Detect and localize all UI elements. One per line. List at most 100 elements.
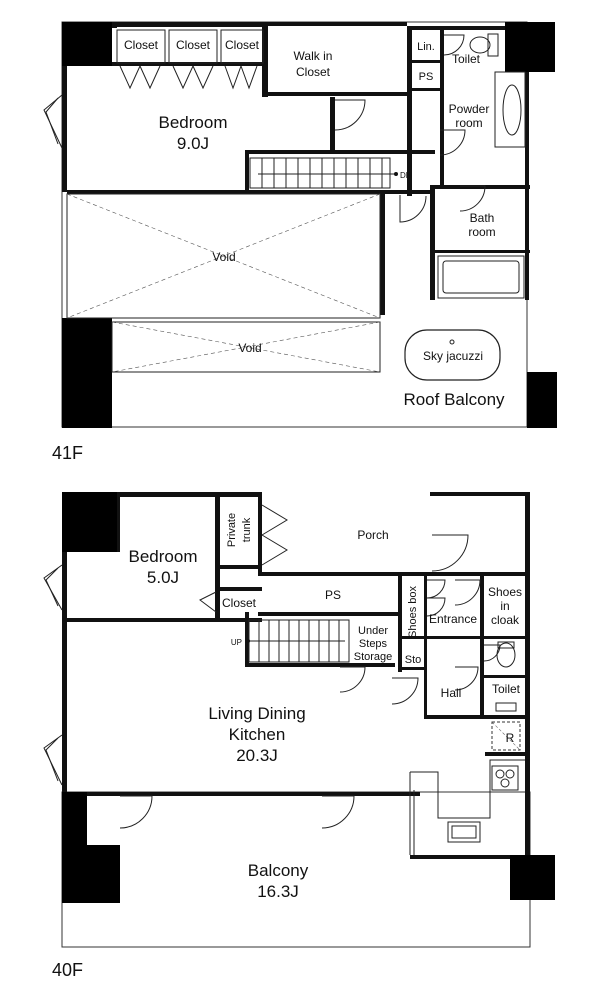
kitchen-sink: [447, 821, 481, 843]
wall: [410, 855, 530, 859]
cloak-door: [454, 579, 481, 606]
label-refrigerator: R: [506, 731, 515, 745]
column: [510, 855, 555, 900]
wall: [62, 62, 67, 192]
bay-window: [43, 94, 63, 149]
wall: [215, 497, 220, 620]
wall: [67, 618, 262, 622]
column: [62, 492, 117, 552]
column: [62, 845, 120, 903]
balcony-door: [119, 795, 153, 829]
entrance-door: [431, 534, 469, 572]
door-swing: [439, 129, 466, 156]
label-bedroom-41f: Bedroom: [159, 113, 228, 132]
refrigerator-box: [491, 721, 521, 751]
label-storage-sto: Sto: [405, 654, 422, 666]
toilet-door: [483, 644, 501, 662]
label-walk-in-closet-1: Walk in: [294, 49, 333, 63]
closet-box: [116, 29, 166, 64]
void-area-2: [111, 321, 381, 373]
label-shoes-in-cloak-1: Shoes: [488, 585, 522, 599]
stairs-41f: [249, 157, 398, 189]
wall: [67, 190, 247, 194]
stairs-40f: [246, 619, 350, 663]
column: [527, 372, 557, 428]
label-toilet-40f: Toilet: [492, 682, 521, 696]
sink-fixture: [502, 84, 522, 136]
wall: [398, 572, 402, 672]
stove: [491, 765, 519, 791]
wall: [85, 792, 420, 796]
floor-label-41f: 41F: [52, 443, 83, 463]
label-ldk-1: Living Dining: [208, 704, 305, 723]
wall: [402, 667, 424, 670]
column: [505, 22, 555, 72]
label-ldk-size: 20.3J: [236, 746, 278, 765]
label-porch: Porch: [357, 528, 388, 542]
label-sky-jacuzzi: Sky jacuzzi: [423, 349, 483, 363]
label-private-trunk-2: trunk: [241, 517, 253, 542]
void-area-1: [66, 193, 381, 319]
hall-door: [454, 666, 479, 691]
wall: [380, 190, 385, 315]
wall: [62, 492, 67, 792]
label-hall: Hall: [441, 686, 462, 700]
closet-door: [119, 65, 161, 90]
wall: [258, 612, 398, 616]
label-bath-room-1: Bath: [470, 211, 495, 225]
floor-40-plan: Private trunk Porch Bedroom 5.0J Closet …: [43, 492, 555, 980]
wall: [258, 497, 262, 572]
label-toilet-41f: Toilet: [452, 52, 481, 66]
floor-label-40f: 40F: [52, 960, 83, 980]
label-closet-40f: Closet: [222, 596, 257, 610]
wall: [116, 492, 120, 552]
jacuzzi: [404, 329, 501, 381]
burner: [505, 769, 515, 779]
closet-door: [199, 591, 217, 613]
label-powder-room-2: room: [455, 116, 482, 130]
wall: [430, 185, 435, 300]
wall: [485, 752, 527, 756]
wall: [430, 492, 530, 496]
trunk-door: [261, 504, 288, 566]
label-bath-room-2: room: [468, 225, 495, 239]
kitchen-sink-basin: [451, 825, 477, 839]
toilet-fixture-40f: [496, 642, 516, 668]
bay-window: [45, 97, 59, 145]
label-closet-3: Closet: [225, 38, 260, 52]
label-bedroom-size-41f: 9.0J: [177, 134, 209, 153]
wall: [220, 565, 262, 569]
label-stairs-down: DN: [400, 171, 412, 180]
label-ps-40f: PS: [325, 588, 341, 602]
label-under-steps-1: Under: [358, 625, 388, 637]
label-void-1: Void: [212, 250, 235, 264]
label-balcony-size: 16.3J: [257, 882, 299, 901]
bay-window: [45, 567, 59, 607]
label-closet-2: Closet: [176, 38, 211, 52]
label-void-2: Void: [238, 341, 261, 355]
wall: [330, 97, 335, 152]
floor-41-plan: Closet Closet Closet Walk in Closet Lin.…: [43, 21, 557, 463]
wall: [262, 22, 407, 26]
balcony-door: [321, 795, 355, 829]
label-ps-41f: PS: [419, 71, 434, 83]
door-swing: [459, 185, 486, 212]
wall: [424, 576, 427, 716]
wall: [407, 26, 527, 30]
refrigerator-mark: [491, 721, 521, 751]
hall-door: [391, 677, 419, 705]
wall: [245, 150, 435, 154]
label-entrance: Entrance: [429, 612, 477, 626]
wall: [480, 576, 484, 716]
column: [62, 22, 112, 66]
wall: [525, 30, 529, 300]
closet-box: [220, 29, 264, 64]
jacuzzi-drain: [449, 339, 455, 345]
wall: [412, 60, 440, 63]
closet-door: [172, 65, 214, 90]
label-under-steps-2: Steps: [359, 638, 388, 650]
label-shoes-in-cloak-2: in: [500, 599, 509, 613]
door-swing: [443, 34, 465, 56]
wall: [435, 250, 530, 253]
kitchen-counter: [410, 759, 525, 819]
